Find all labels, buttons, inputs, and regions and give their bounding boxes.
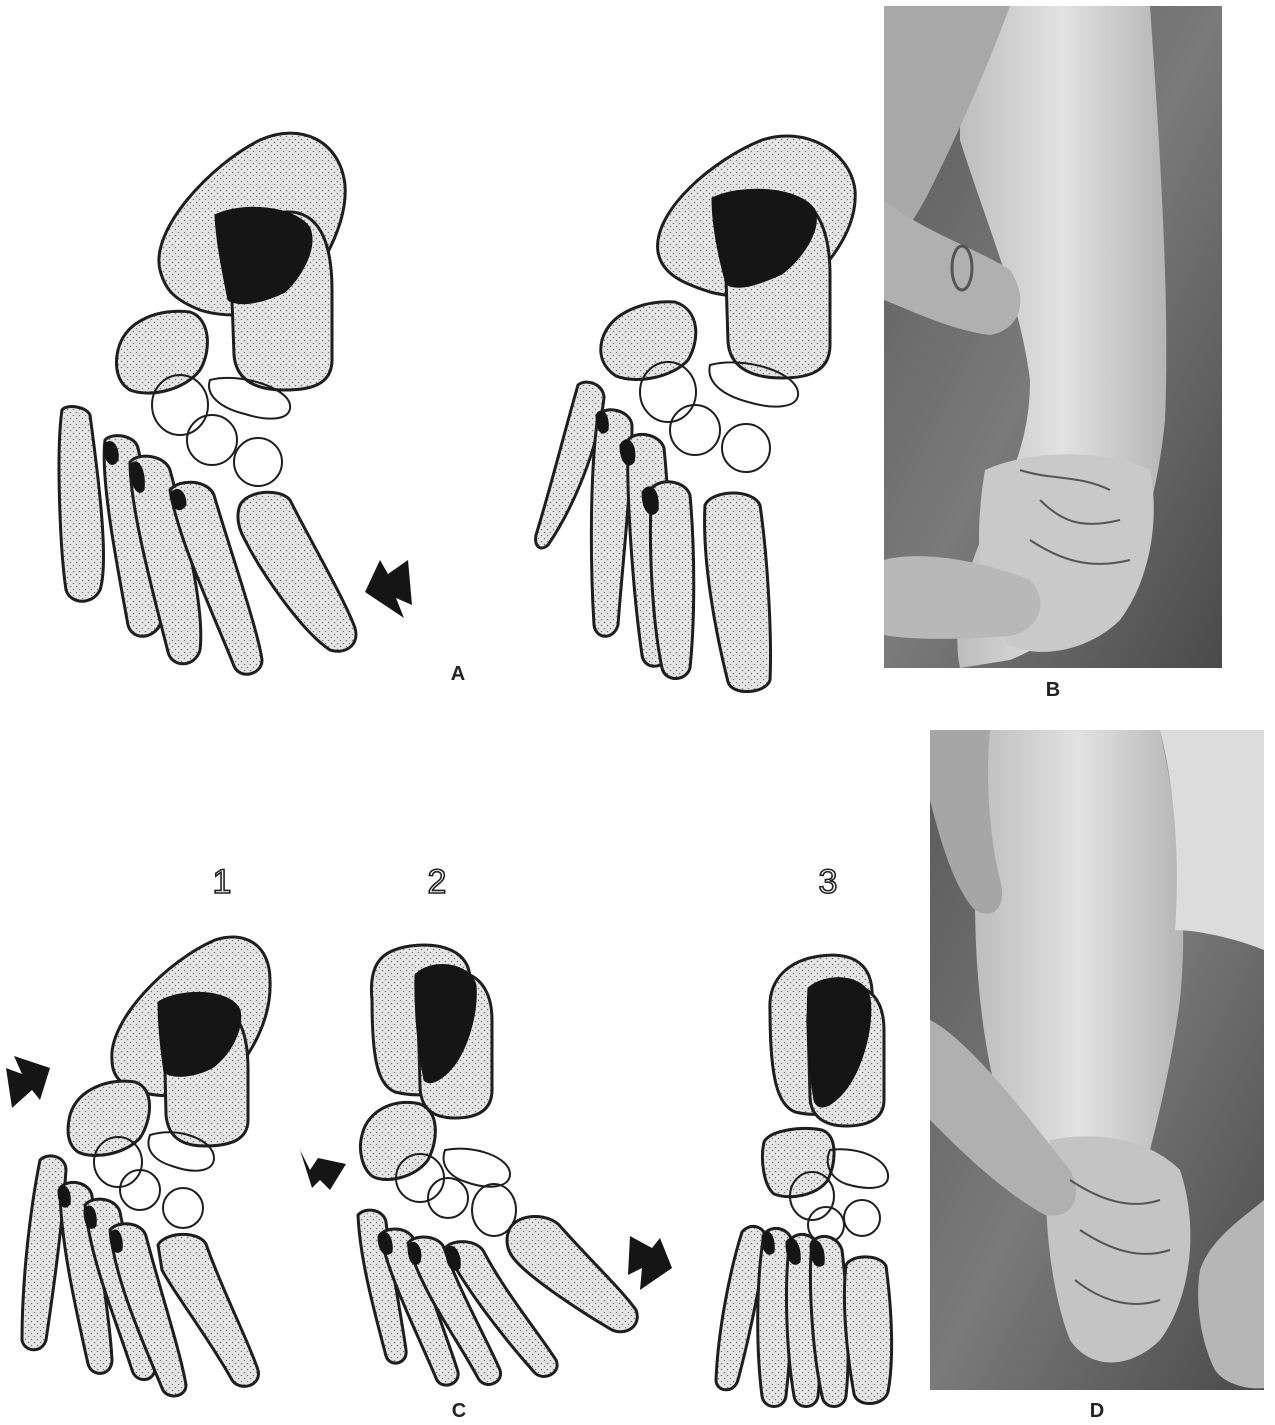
- metatarsal-1: [844, 1257, 891, 1404]
- panel-label-d: D: [1090, 1400, 1104, 1422]
- panel-label-c: C: [452, 1400, 466, 1422]
- cuneiform-1: [444, 1149, 510, 1187]
- metatarsal-1: [507, 1217, 637, 1332]
- panel-d-photo: [930, 730, 1264, 1390]
- metatarsal-1: [705, 493, 771, 692]
- cuneiform-2: [670, 405, 720, 455]
- pressure-arrow-c3: [628, 1236, 672, 1290]
- cuneiform-3: [234, 438, 282, 486]
- sequence-number-2: 2: [428, 863, 447, 901]
- sequence-number-3: 3: [819, 863, 838, 901]
- cuneiform-2: [120, 1170, 160, 1210]
- cuneiform-3: [722, 424, 770, 472]
- metatarsal-5: [22, 1156, 66, 1350]
- panel-a-diagram-right: [536, 136, 856, 692]
- panel-b-photo: [884, 6, 1222, 668]
- cuboid: [68, 1081, 149, 1155]
- cuboid: [762, 1129, 834, 1197]
- cuneiform-1: [828, 1149, 888, 1188]
- pressure-arrow-c1: [6, 1056, 50, 1108]
- panel-label-a: A: [451, 663, 465, 685]
- metatarsal-5: [59, 407, 103, 602]
- panel-label-b: B: [1046, 679, 1060, 701]
- cuneiform-3: [163, 1188, 203, 1228]
- panel-a-diagram-left: [59, 133, 412, 674]
- panel-c-diagram-1: [6, 937, 270, 1396]
- cuneiform-2: [187, 415, 237, 465]
- cuboid: [601, 302, 696, 380]
- panel-c-diagram-3: [716, 955, 892, 1406]
- pressure-arrow-a: [365, 560, 412, 618]
- sequence-number-1: 1: [213, 863, 232, 901]
- panel-c-diagram-2: [300, 945, 672, 1385]
- cuneiform-3: [844, 1200, 880, 1236]
- pressure-arrow-c2: [300, 1150, 346, 1190]
